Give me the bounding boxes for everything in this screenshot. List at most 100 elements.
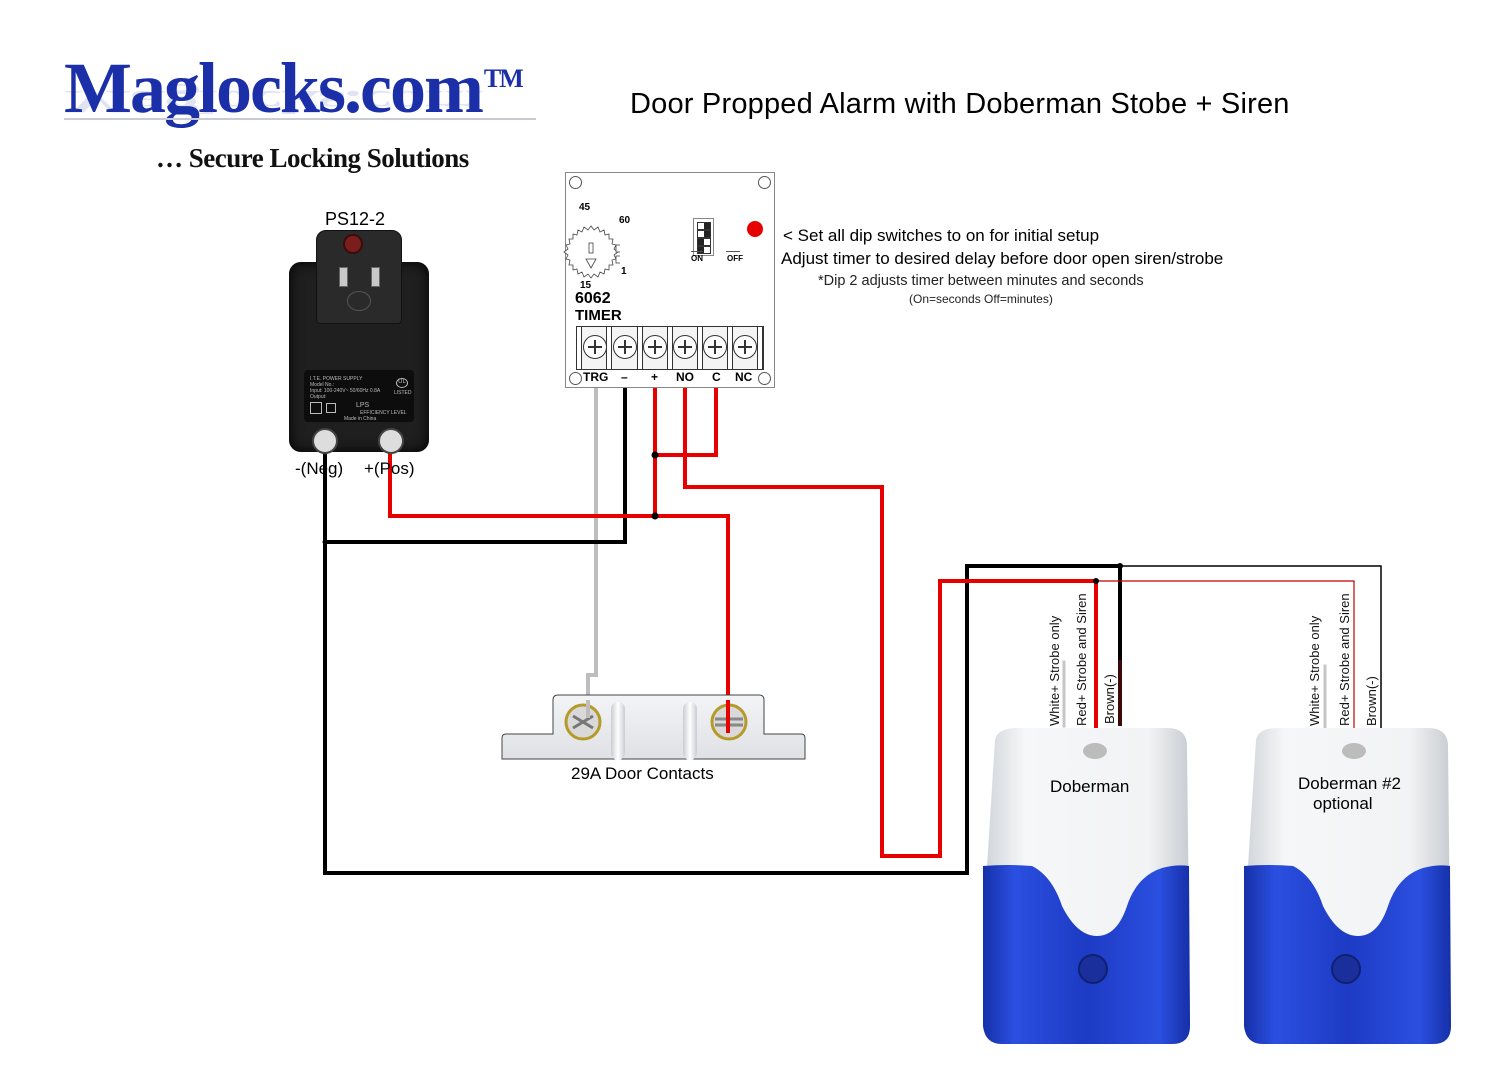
note-dip-switches: < Set all dip switches to on for initial… xyxy=(783,226,1100,245)
strobe-siren-2 xyxy=(1244,728,1451,1044)
status-led xyxy=(747,221,763,237)
terminal-label-no: NO xyxy=(676,370,694,384)
timer-model-number: 6062 xyxy=(575,290,611,307)
dip-off-label: OFF xyxy=(727,254,743,263)
strobe-siren-1 xyxy=(983,728,1190,1044)
terminal-label-pos: + xyxy=(651,370,659,384)
terminal-separator xyxy=(606,327,612,369)
terminal-screw-neg[interactable] xyxy=(613,335,637,359)
wire-positive-common xyxy=(653,384,718,457)
terminal-block xyxy=(576,326,764,370)
brand-logo: Maglocks.comTM xyxy=(64,52,524,124)
terminal-separator xyxy=(757,327,763,369)
arrow-left-icon xyxy=(691,251,703,252)
plug-ground-mark xyxy=(347,291,371,311)
plug-prong xyxy=(371,267,380,287)
dip-switch-block xyxy=(693,218,714,256)
door-contacts-29a xyxy=(501,694,806,760)
mounting-hole xyxy=(569,372,582,385)
strobe1-wire-red-label: Red+ Strobe and Siren xyxy=(1074,593,1089,726)
timer-module-6062: 45 60 1 15 ON OFF 6062 TIMER TRG – + N xyxy=(562,172,775,388)
terminal-label-neg: – xyxy=(621,370,628,384)
junction-dot xyxy=(1117,563,1123,569)
terminal-screw-no[interactable] xyxy=(673,335,697,359)
plate-text: EFFICIENCY LEVEL xyxy=(360,410,407,416)
door-contacts-label: 29A Door Contacts xyxy=(571,764,714,783)
dial-mark-1: 1 xyxy=(621,266,627,277)
psu-neg-label: -(Neg) xyxy=(295,459,344,478)
terminal-separator xyxy=(637,327,643,369)
psu-positive-terminal xyxy=(378,428,404,454)
mounting-hole xyxy=(758,176,771,189)
wire-positive-timer xyxy=(653,384,730,735)
wire-positive-psu xyxy=(388,434,657,518)
strobe2-subtitle: optional xyxy=(1313,794,1373,813)
strobe2-wire-white-label: White+ Strobe only xyxy=(1307,615,1322,726)
trademark-symbol: TM xyxy=(483,64,524,93)
brand-name: Maglocks.com xyxy=(64,48,484,128)
plate-text: LPS xyxy=(356,402,370,409)
terminal-separator xyxy=(727,327,733,369)
junction-dot xyxy=(1093,578,1099,584)
wire-no-output-strobe2 xyxy=(1095,580,1355,729)
psu-negative-terminal xyxy=(312,428,338,454)
terminal-screw-pos[interactable] xyxy=(643,335,667,359)
note-dip2: *Dip 2 adjusts timer between minutes and… xyxy=(818,273,1144,289)
dip-switch-2[interactable] xyxy=(697,230,711,238)
terminal-screw-nc[interactable] xyxy=(733,335,757,359)
dip-switch-4[interactable] xyxy=(697,246,711,254)
plate-text: Output: xyxy=(310,394,327,400)
dip-on-label: ON xyxy=(691,254,703,263)
contact-post xyxy=(683,702,697,760)
terminal-separator xyxy=(576,327,582,369)
terminal-screw-c[interactable] xyxy=(703,335,727,359)
mounting-hole xyxy=(569,176,582,189)
junction-dot xyxy=(651,512,659,520)
wire-negative-strobe2 xyxy=(1119,565,1382,729)
power-supply-model: PS12-2 xyxy=(325,209,386,229)
strobe1-wire-white-label: White+ Strobe only xyxy=(1047,615,1062,726)
strobe1-name: Doberman xyxy=(1050,777,1130,796)
timer-adjust-dial[interactable] xyxy=(562,223,620,281)
terminal-separator xyxy=(667,327,673,369)
strobe2-wire-brown-label: Brown(-) xyxy=(1364,676,1379,726)
strobe2-wire-red-label: Red+ Strobe and Siren xyxy=(1337,593,1352,726)
terminal-screw-trg[interactable] xyxy=(583,335,607,359)
arrow-right-icon xyxy=(726,251,740,252)
contact-post xyxy=(611,702,625,760)
wire-negative-main xyxy=(323,434,1122,875)
plate-text: Model No.: xyxy=(310,382,335,388)
strobe1-wire-brown-label: Brown(-) xyxy=(1102,674,1117,724)
mounting-hole xyxy=(758,372,771,385)
double-insulated-icon xyxy=(326,403,336,413)
diagram-title: Door Propped Alarm with Doberman Stobe +… xyxy=(630,88,1290,120)
junction-dot xyxy=(322,539,328,545)
junction-dot xyxy=(651,451,659,459)
terminal-label-trg: TRG xyxy=(583,370,609,384)
note-dip2-values: (On=seconds Off=minutes) xyxy=(909,292,1053,306)
terminal-label-nc: NC xyxy=(735,370,753,384)
logo-divider xyxy=(64,118,536,120)
dial-mark-45: 45 xyxy=(579,202,591,213)
house-icon xyxy=(310,402,322,414)
dial-mark-60: 60 xyxy=(619,215,631,226)
plate-text: LISTED xyxy=(394,390,412,396)
note-adjust-timer: Adjust timer to desired delay before doo… xyxy=(781,249,1224,268)
plug-prong xyxy=(339,267,348,287)
timer-model-name: TIMER xyxy=(575,307,622,324)
strobe2-name: Doberman #2 xyxy=(1298,774,1402,793)
plug-screw-icon xyxy=(343,234,363,254)
contact-screw-right-icon xyxy=(710,703,748,741)
ul-mark-icon: UL xyxy=(396,378,408,388)
wire-negative-timer xyxy=(323,384,627,544)
wire-trigger xyxy=(586,384,598,720)
plate-text: Input: 100-240V~ 50/60Hz 0.8A xyxy=(310,388,381,394)
plate-text: Made in China xyxy=(344,416,377,422)
terminal-label-c: C xyxy=(712,370,721,384)
dip-switch-3[interactable] xyxy=(697,238,711,246)
dip-switch-1[interactable] xyxy=(697,222,711,230)
power-supply-rating-plate: I.T.E. POWER SUPPLY Model No.: Input: 10… xyxy=(304,370,414,422)
wire-no-output xyxy=(683,384,1098,858)
plate-text: I.T.E. POWER SUPPLY xyxy=(310,376,363,382)
